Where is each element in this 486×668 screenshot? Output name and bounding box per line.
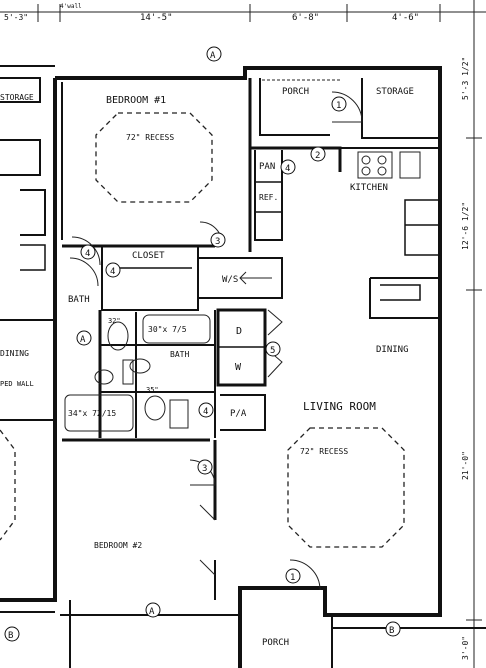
dim-label-left: 5'-3" — [4, 13, 28, 22]
dim-label-porch: 6'-8" — [292, 13, 319, 23]
door-tag-a-top: A — [206, 46, 222, 62]
svg-text:1: 1 — [336, 101, 341, 111]
dim-label-storage: 4'-6" — [392, 13, 419, 23]
room-label-dining: DINING — [376, 345, 409, 355]
exterior-walls — [0, 65, 486, 668]
door-tags: A 1 4 2 3 4 4 A 5 4 3 1 A B B — [4, 46, 401, 642]
room-label-closet: CLOSET — [132, 251, 165, 261]
svg-text:4: 4 — [285, 164, 290, 174]
lav-label-lower: 35" — [146, 386, 159, 394]
room-label-bath-lower: BATH — [170, 350, 189, 359]
recess-label-bedroom1: 72" RECESS — [126, 133, 174, 142]
tub-label-upper: 30"x 7/5 — [148, 325, 187, 334]
right-dimension-line: 5'-3 1/2" 12'-6 1/2" 21'-0" 3'-0" — [461, 0, 482, 668]
room-label-living: LIVING ROOM — [303, 400, 376, 413]
room-label-ws: W/S — [222, 275, 238, 285]
room-labels: BEDROOM #1 72" RECESS PORCH STORAGE STOR… — [0, 87, 414, 648]
svg-text:2: 2 — [315, 151, 320, 161]
door-tag-5-laundry: 5 — [265, 341, 281, 357]
door-tag-4-pa: 4 — [198, 402, 214, 418]
door-tag-4-pan: 4 — [280, 159, 296, 175]
room-label-ped-wall: PED WALL — [0, 380, 34, 388]
room-label-dryer: D — [236, 326, 242, 337]
door-tag-3-bedroom2: 3 — [197, 459, 213, 475]
kitchen-range — [357, 151, 421, 179]
svg-text:A: A — [210, 51, 216, 61]
top-dimension-line: 5'-3" 4'wall 14'-5" 6'-8" 4'-6" — [0, 3, 486, 23]
dim-label-right-top: 5'-3 1/2" — [461, 57, 470, 100]
dim-label-bedroom: 14'-5" — [140, 13, 173, 23]
door-swings — [69, 79, 363, 591]
dim-label-right-mid: 12'-6 1/2" — [461, 202, 470, 250]
door-tag-b-left: B — [4, 626, 20, 642]
door-tag-2-kitchen: 2 — [310, 146, 326, 162]
lav-label-upper: 32" — [108, 317, 121, 325]
svg-text:1: 1 — [290, 573, 295, 583]
room-label-pa: P/A — [230, 409, 247, 419]
room-label-ref: REF. — [259, 193, 278, 202]
door-tag-3-hall: 3 — [210, 232, 226, 248]
room-label-storage-left: STORAGE — [0, 93, 34, 102]
bath-fixtures — [64, 314, 211, 432]
tub-label-lower: 34"x 72/15 — [68, 409, 116, 418]
room-label-bath-upper: BATH — [68, 295, 90, 305]
svg-text:4: 4 — [203, 407, 208, 417]
door-tag-1-porch: 1 — [331, 96, 347, 112]
svg-text:4: 4 — [85, 249, 90, 259]
ws-arrow — [239, 271, 272, 285]
recess-living — [287, 427, 405, 548]
dim-label-right-low: 21'-0" — [461, 451, 470, 480]
dim-label-right-bottom: 3'-0" — [461, 636, 470, 660]
door-tag-a-bottom: A — [145, 602, 161, 618]
room-label-bedroom1: BEDROOM #1 — [106, 95, 166, 106]
door-tag-a-bath: A — [76, 330, 92, 346]
room-label-washer: W — [235, 362, 242, 373]
room-label-storage-right: STORAGE — [376, 87, 414, 97]
left-partial-recess — [0, 429, 16, 541]
recess-bedroom1 — [95, 112, 213, 203]
svg-text:3: 3 — [202, 464, 207, 474]
svg-text:5: 5 — [270, 346, 275, 356]
room-label-bedroom2: BEDROOM #2 — [94, 541, 142, 550]
room-label-pan: PAN — [259, 162, 275, 172]
svg-text:4: 4 — [110, 267, 115, 277]
door-tag-b-right: B — [385, 621, 401, 637]
room-label-kitchen: KITCHEN — [350, 183, 388, 193]
svg-text:B: B — [8, 631, 13, 641]
svg-text:B: B — [389, 626, 394, 636]
dim-label-walls: 4'wall — [60, 3, 82, 10]
room-label-porch-bottom: PORCH — [262, 638, 289, 648]
door-tag-4-closet: 4 — [105, 262, 121, 278]
svg-text:3: 3 — [215, 237, 220, 247]
door-tag-4-bath: 4 — [80, 244, 96, 260]
room-label-dining-left: DINING — [0, 349, 29, 358]
interior-walls — [0, 78, 441, 600]
door-tag-1-porch-bottom: 1 — [285, 568, 301, 584]
recess-label-living: 72" RECESS — [300, 447, 348, 456]
svg-text:A: A — [149, 607, 155, 617]
svg-text:A: A — [80, 335, 86, 345]
room-label-porch-top: PORCH — [282, 87, 309, 97]
